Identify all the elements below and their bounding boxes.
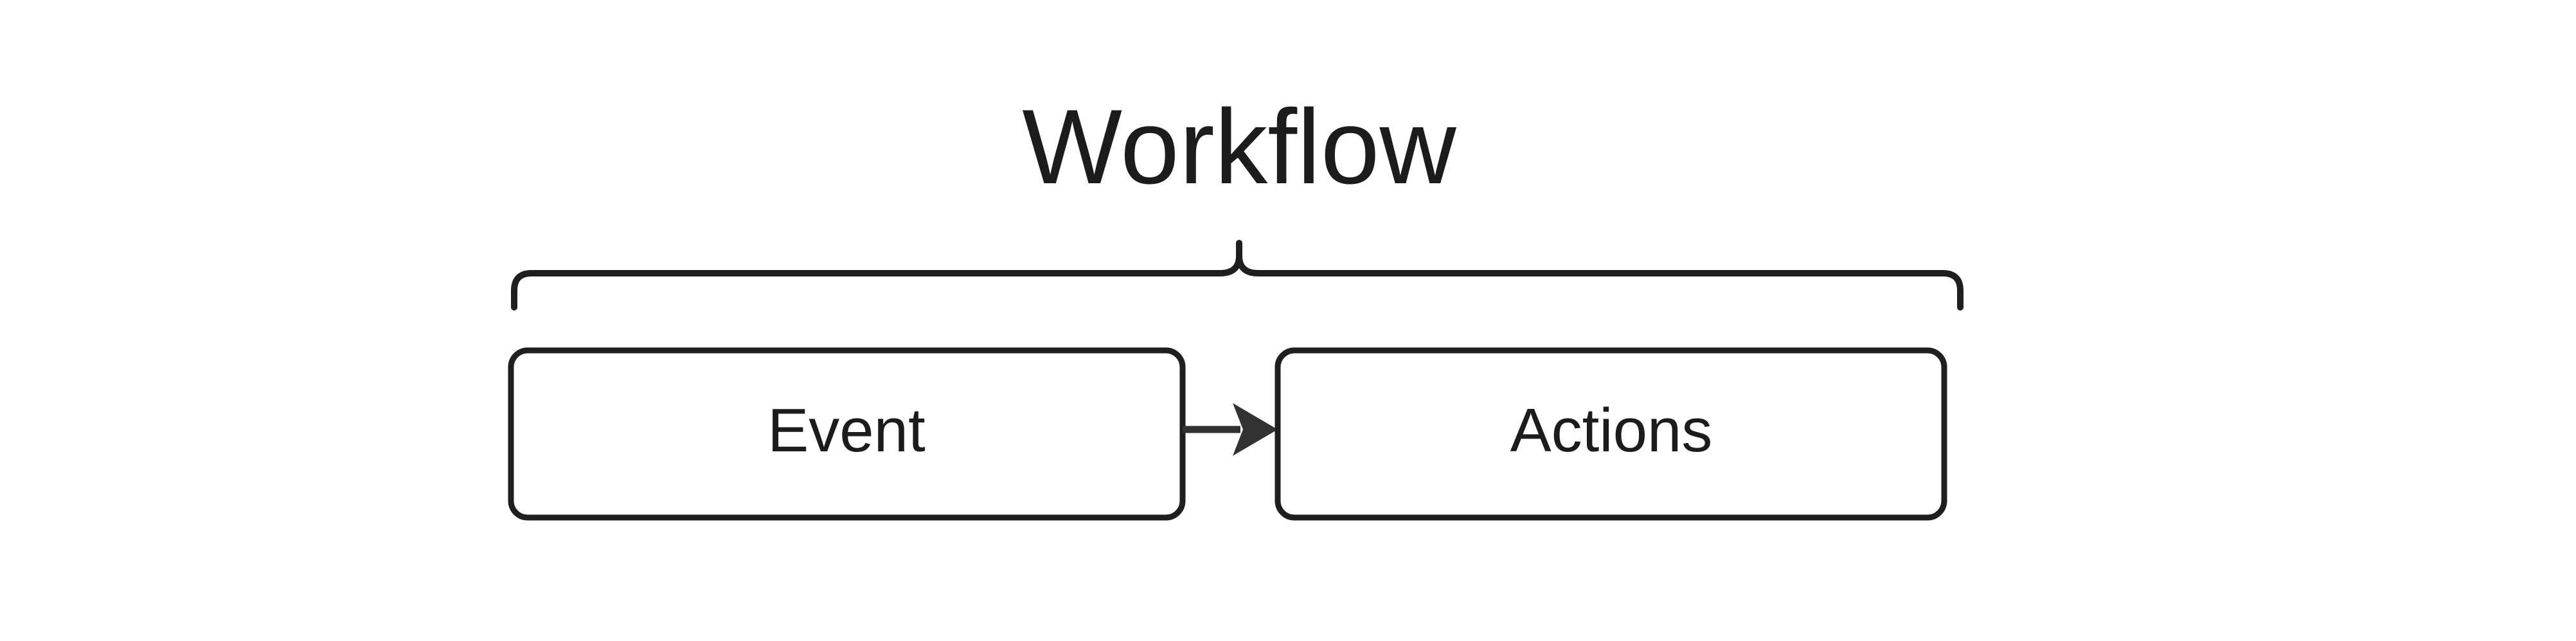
arrow-event-to-actions-icon [1183,403,1278,456]
node-event[interactable]: Event [508,347,1186,521]
node-event-label: Event [767,396,925,465]
node-event-box[interactable] [508,347,1186,521]
grouping-brace-icon [511,240,1963,311]
diagram-title: Workflow [1022,87,1456,206]
node-actions-box[interactable] [1275,347,1947,521]
node-actions[interactable]: Actions [1275,347,1947,521]
node-actions-label: Actions [1510,396,1713,465]
